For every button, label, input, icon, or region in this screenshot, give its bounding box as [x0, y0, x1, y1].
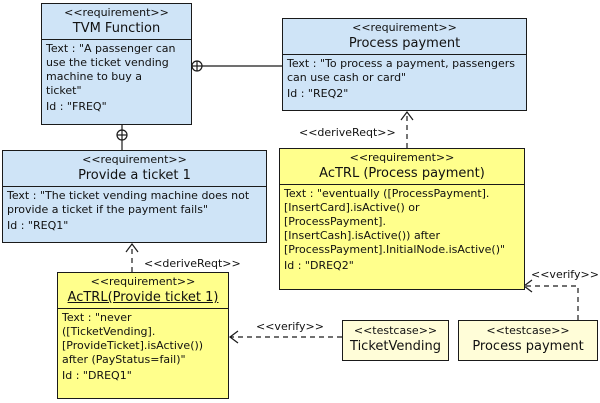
requirement-name: TVM Function	[72, 21, 161, 36]
requirement-id: Id : "REQ2"	[287, 87, 349, 100]
requirement-process-payment[interactable]: <<requirement>> Process payment Text : "…	[282, 18, 527, 111]
requirement-name: AcTRL (Process payment)	[319, 166, 485, 181]
derive-label-payment: <<deriveReqt>>	[299, 126, 396, 139]
requirement-actrl-payment-header: <<requirement>> AcTRL (Process payment)	[280, 149, 524, 185]
verify-line-payment	[524, 285, 579, 320]
requirement-actrl-ticket-header: <<requirement>> AcTRL(Provide ticket 1)	[58, 273, 228, 309]
requirement-id: Id : "DREQ2"	[284, 259, 354, 272]
containment-circle-right	[191, 60, 203, 72]
stereotype-label: <<testcase>>	[486, 324, 570, 337]
requirement-provide-ticket[interactable]: <<requirement>> Provide a ticket 1 Text …	[2, 150, 267, 243]
requirement-name: Provide a ticket 1	[78, 168, 191, 183]
requirement-name: AcTRL(Provide ticket 1)	[67, 290, 219, 305]
requirement-payment-header: <<requirement>> Process payment	[283, 19, 526, 55]
testcase-ticket-vending[interactable]: <<testcase>> TicketVending	[342, 320, 449, 361]
requirement-id: Id : "REQ1"	[7, 219, 69, 232]
testcase-name: Process payment	[472, 339, 584, 354]
requirement-ticket-header: <<requirement>> Provide a ticket 1	[3, 151, 266, 187]
requirement-id: Id : "DREQ1"	[62, 369, 132, 382]
requirement-actrl-provide-ticket[interactable]: <<requirement>> AcTRL(Provide ticket 1) …	[57, 272, 229, 399]
stereotype-label: <<requirement>>	[349, 151, 455, 164]
stereotype-label: <<requirement>>	[90, 275, 196, 288]
requirement-text: Text : "never ([TicketVending]. [Provide…	[62, 311, 204, 366]
testcase-name: TicketVending	[350, 339, 441, 354]
requirement-text: Text : "To process a payment, passengers…	[287, 57, 516, 84]
requirement-text: Text : "eventually ([ProcessPayment]. [I…	[284, 187, 506, 256]
requirement-id: Id : "FREQ"	[46, 100, 107, 113]
requirement-text: Text : "A passenger can use the ticket v…	[46, 42, 176, 97]
requirement-text: Text : "The ticket vending machine does …	[7, 189, 250, 216]
stereotype-label: <<requirement>>	[352, 21, 457, 34]
verify-label-vending: <<verify>>	[256, 320, 324, 333]
requirement-tvm-function[interactable]: <<requirement>> TVM Function Text : "A p…	[41, 3, 192, 125]
stereotype-label: <<testcase>>	[353, 324, 438, 337]
containment-circle-bottom	[116, 129, 128, 141]
requirement-tvm-header: <<requirement>> TVM Function	[42, 4, 191, 40]
stereotype-label: <<requirement>>	[64, 6, 169, 19]
derive-label-ticket: <<deriveReqt>>	[144, 257, 241, 270]
requirement-actrl-process-payment[interactable]: <<requirement>> AcTRL (Process payment) …	[279, 148, 525, 290]
verify-label-payment: <<verify>>	[531, 268, 599, 281]
testcase-process-payment[interactable]: <<testcase>> Process payment	[458, 320, 598, 361]
stereotype-label: <<requirement>>	[82, 153, 187, 166]
requirement-name: Process payment	[348, 36, 461, 51]
